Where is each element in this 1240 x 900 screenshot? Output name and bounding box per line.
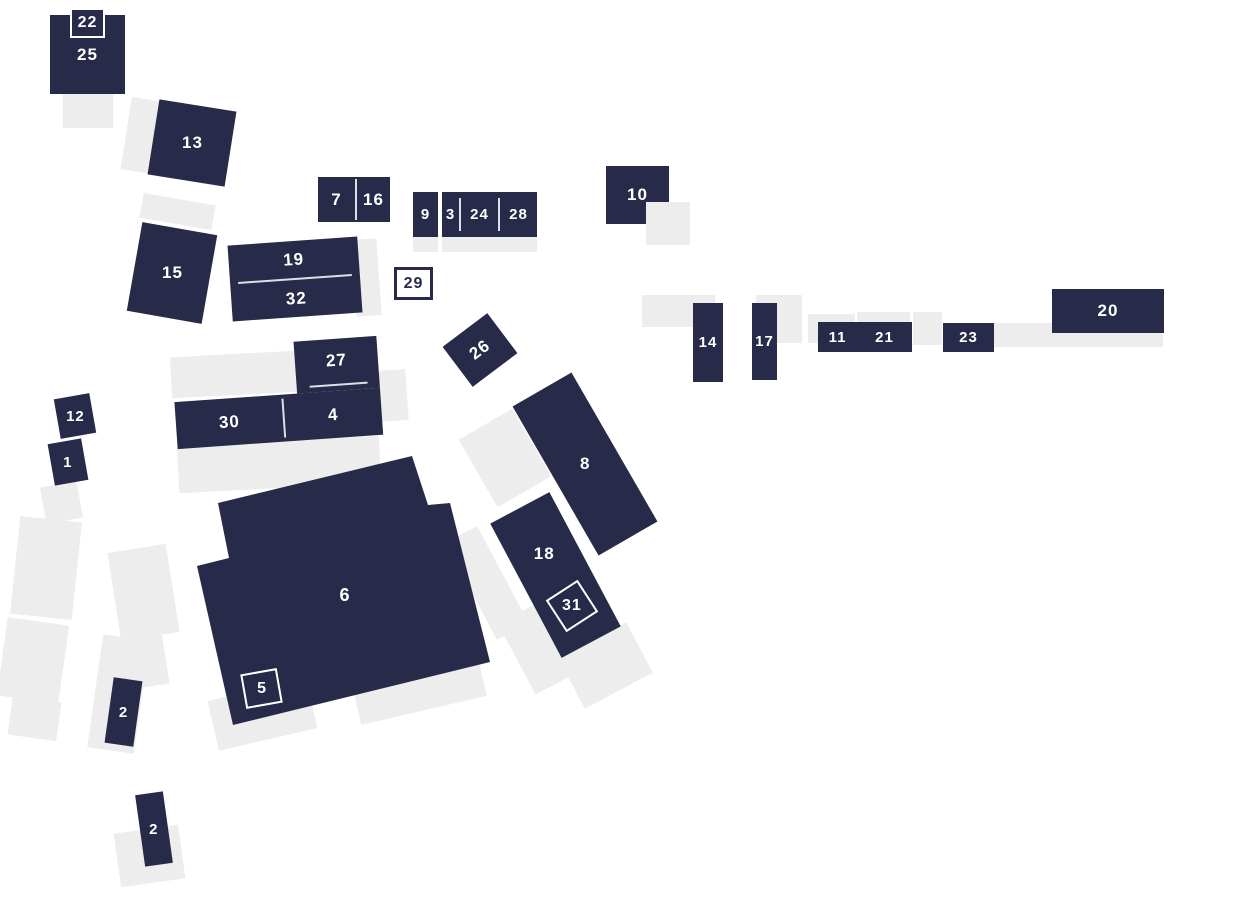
building-label: 29 xyxy=(403,274,424,292)
building-23[interactable]: 23 xyxy=(943,323,994,352)
building-label: 20 xyxy=(1097,301,1119,320)
footprint xyxy=(7,695,62,742)
building-label: 3 xyxy=(445,206,456,223)
building-label: 14 xyxy=(698,334,718,351)
building-label: 9 xyxy=(420,206,431,223)
building-11[interactable]: 11 xyxy=(818,322,857,352)
building-20[interactable]: 20 xyxy=(1052,289,1164,333)
building-6[interactable] xyxy=(197,456,490,725)
footprint xyxy=(40,481,83,524)
footprint xyxy=(857,312,910,324)
building-22-badge[interactable]: 22 xyxy=(70,8,105,38)
building-label: 17 xyxy=(755,333,774,350)
building-21[interactable]: 21 xyxy=(857,322,912,352)
section-divider xyxy=(309,381,368,388)
footprint xyxy=(442,237,537,252)
building-label: 23 xyxy=(959,329,978,346)
building-1[interactable]: 1 xyxy=(47,438,89,486)
building-19-32[interactable]: 19 32 xyxy=(227,236,363,322)
building-label: 28 xyxy=(509,206,528,223)
footprint xyxy=(0,617,70,704)
section-divider xyxy=(355,179,357,220)
building-label: 22 xyxy=(77,14,98,31)
building-label: 25 xyxy=(77,44,98,64)
building-label: 5 xyxy=(256,679,267,697)
building-29-badge[interactable]: 29 xyxy=(394,267,433,300)
footprint xyxy=(646,202,690,245)
building-27-section[interactable]: 27 xyxy=(293,335,380,394)
building-label: 15 xyxy=(161,262,183,282)
building-label: 26 xyxy=(465,335,494,364)
building-label: 1 xyxy=(63,453,73,471)
building-label: 2 xyxy=(149,820,159,838)
footprint xyxy=(10,516,82,620)
building-14[interactable]: 14 xyxy=(693,303,723,382)
footprint xyxy=(107,543,180,642)
building-label: 2 xyxy=(118,703,129,721)
building-label: 13 xyxy=(181,132,203,152)
building-label: 11 xyxy=(828,328,847,346)
building-label: 32 xyxy=(285,287,308,309)
building-label: 18 xyxy=(533,543,555,563)
building-label: 8 xyxy=(579,454,591,473)
building-label: 10 xyxy=(627,185,648,204)
building-label: 6 xyxy=(339,584,351,605)
building-26[interactable]: 26 xyxy=(442,313,518,387)
building-label: 12 xyxy=(65,407,85,425)
building-7-16[interactable]: 7 16 xyxy=(318,177,390,222)
section-divider xyxy=(459,198,461,231)
building-3-24-28[interactable]: 3 24 28 xyxy=(442,192,537,237)
building-27-30-4[interactable]: 27 30 4 xyxy=(171,335,384,450)
building-label: 27 xyxy=(325,350,348,371)
footprint xyxy=(913,312,942,345)
building-9[interactable]: 9 xyxy=(413,192,438,237)
building-label: 4 xyxy=(327,404,340,424)
building-15[interactable]: 15 xyxy=(126,222,218,324)
building-13[interactable]: 13 xyxy=(147,99,237,187)
building-label: 24 xyxy=(470,206,489,223)
footprint xyxy=(63,94,113,128)
building-17[interactable]: 17 xyxy=(752,303,777,380)
building-label: 16 xyxy=(363,189,384,209)
building-5-badge[interactable]: 5 xyxy=(240,668,283,709)
building-10[interactable]: 10 xyxy=(606,166,669,224)
section-divider xyxy=(498,198,500,231)
building-12[interactable]: 12 xyxy=(53,393,97,439)
building-label: 30 xyxy=(218,411,241,432)
building-label: 7 xyxy=(331,189,342,209)
building-label: 21 xyxy=(875,328,894,346)
building-label: 31 xyxy=(562,597,582,615)
footprint xyxy=(413,237,438,252)
